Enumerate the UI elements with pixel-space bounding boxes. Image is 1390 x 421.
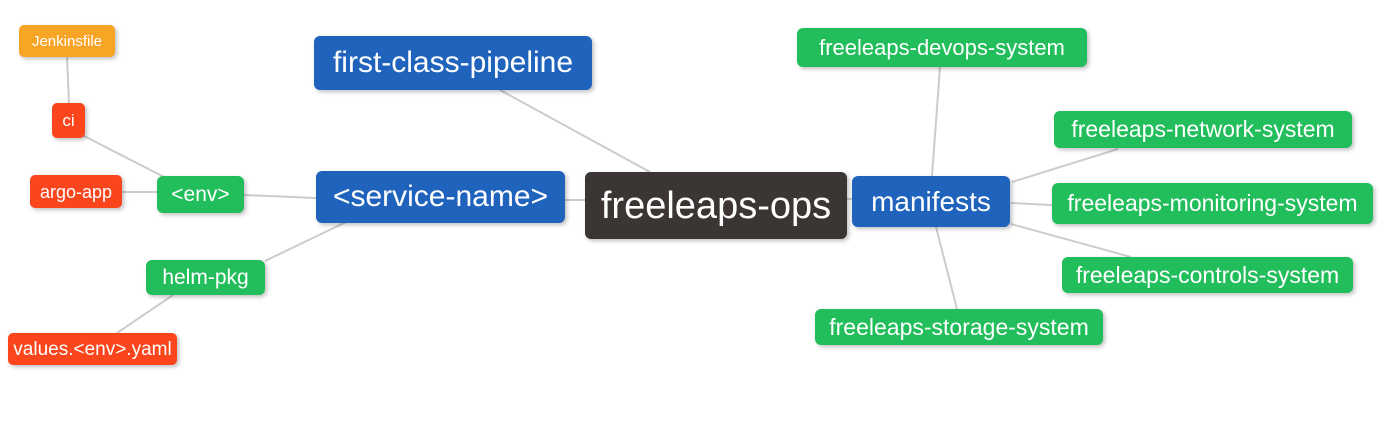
node-freeleaps-network-system[interactable]: freeleaps-network-system <box>1054 111 1352 148</box>
node-manifests[interactable]: manifests <box>852 176 1010 227</box>
edge-manifests-network <box>1011 148 1119 183</box>
node-service-name[interactable]: <service-name> <box>316 171 565 223</box>
edge-manifests-controls <box>1010 223 1132 258</box>
edge-first-class-pipeline-ops <box>499 89 651 173</box>
edge-env-service-name <box>243 194 317 199</box>
edge-helm-pkg-service-name <box>264 221 347 262</box>
edge-manifests-storage <box>935 226 958 310</box>
node-jenkinsfile[interactable]: Jenkinsfile <box>19 25 115 57</box>
node-helm-pkg[interactable]: helm-pkg <box>146 260 265 295</box>
node-values-env-yaml[interactable]: values.<env>.yaml <box>8 333 177 365</box>
edge-manifests-monitoring <box>1010 202 1053 206</box>
node-freeleaps-ops-root[interactable]: freeleaps-ops <box>585 172 847 239</box>
edge-values-helm-pkg <box>116 294 174 334</box>
edge-manifests-devops <box>931 66 941 177</box>
node-freeleaps-monitoring-system[interactable]: freeleaps-monitoring-system <box>1052 183 1373 224</box>
node-argo-app[interactable]: argo-app <box>30 175 122 208</box>
node-freeleaps-devops-system[interactable]: freeleaps-devops-system <box>797 28 1087 67</box>
node-freeleaps-storage-system[interactable]: freeleaps-storage-system <box>815 309 1103 345</box>
edge-ci-env <box>81 134 167 179</box>
node-ci[interactable]: ci <box>52 103 85 138</box>
edge-jenkinsfile-ci <box>66 56 70 104</box>
node-freeleaps-controls-system[interactable]: freeleaps-controls-system <box>1062 257 1353 293</box>
node-first-class-pipeline[interactable]: first-class-pipeline <box>314 36 592 90</box>
node-env[interactable]: <env> <box>157 176 244 213</box>
